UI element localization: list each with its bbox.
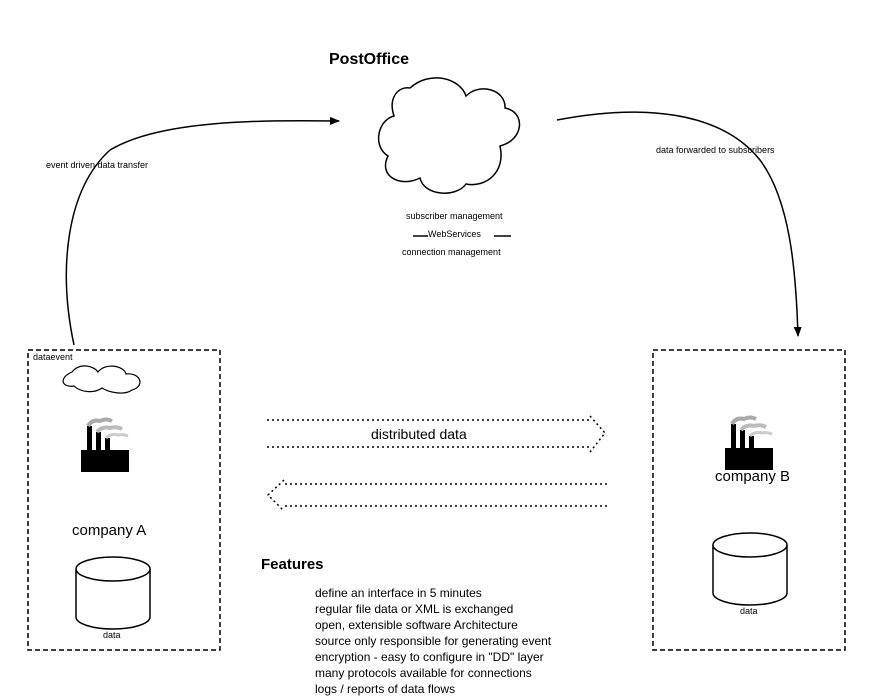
factory-b-icon	[723, 415, 775, 472]
dataevent-cloud	[62, 365, 141, 394]
connection-management-label: connection management	[402, 247, 501, 257]
database-a-icon	[75, 556, 151, 630]
feature-item: regular file data or XML is exchanged	[315, 602, 514, 616]
dataevent-label: dataevent	[33, 352, 73, 362]
event-transfer-label: event driven data transfer	[46, 160, 149, 170]
event-transfer-arrow	[65, 116, 340, 346]
database-b-label: data	[740, 606, 758, 616]
feature-item: source only responsible for generating e…	[315, 634, 552, 648]
webservices-label: WebServices	[428, 229, 481, 239]
distributed-arrow-left	[266, 479, 607, 512]
company-a-label: company A	[72, 522, 147, 539]
database-a-label: data	[103, 630, 121, 640]
company-a-box	[27, 349, 221, 651]
feature-item: encryption - easy to configure in "DD" l…	[315, 650, 544, 664]
distributed-arrow-right	[267, 415, 606, 453]
factory-a-icon	[79, 417, 131, 474]
forward-label: data forwarded to subscribers	[656, 145, 775, 155]
database-b-icon	[712, 532, 788, 606]
forward-arrow	[556, 111, 802, 337]
company-b-box	[652, 349, 846, 651]
feature-item: many protocols available for connections	[315, 666, 532, 680]
feature-item: define an interface in 5 minutes	[315, 586, 482, 600]
subscriber-management-label: subscriber management	[406, 211, 503, 221]
company-b-label: company B	[715, 468, 791, 485]
feature-item: logs / reports of data flows	[315, 682, 456, 696]
feature-item: open, extensible software Architecture	[315, 618, 518, 632]
features-heading: Features	[261, 556, 324, 573]
features-list: define an interface in 5 minutes regular…	[315, 585, 551, 697]
postoffice-cloud	[377, 77, 521, 194]
distributed-data-label: distributed data	[371, 426, 467, 442]
postoffice-title: PostOffice	[329, 51, 410, 68]
